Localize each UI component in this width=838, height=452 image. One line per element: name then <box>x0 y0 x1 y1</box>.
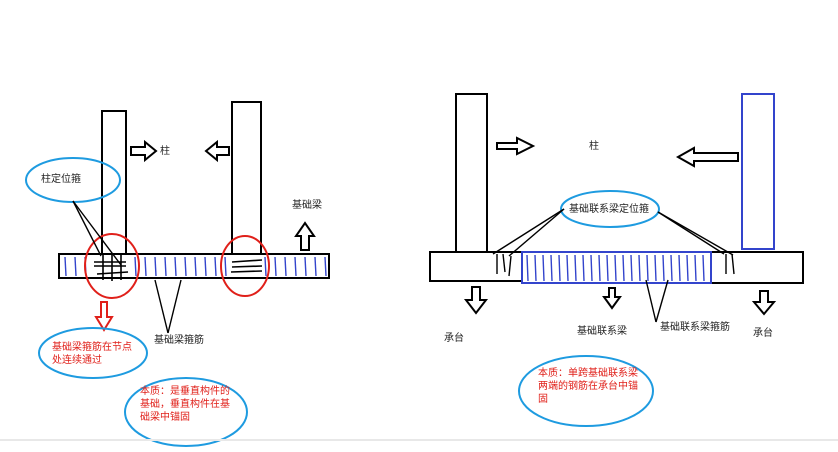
essence-note-text-left: 本质：是垂直构件的基础，垂直构件在基础梁中锚固 <box>140 386 230 423</box>
tie-stirrup-leaders <box>492 208 734 257</box>
tie-stirrup-label: 基础联系梁定位箍 <box>569 204 649 215</box>
stirrup-tick <box>284 256 287 277</box>
beam-stirrup-label: 基础梁箍筋 <box>154 335 204 346</box>
beam-stirrup-leaders <box>154 279 182 334</box>
left-beam-stirrups <box>64 256 327 277</box>
cap-left-label: 承台 <box>444 333 464 344</box>
stirrup-tick <box>702 254 705 282</box>
stirrup-tick <box>550 254 553 282</box>
stirrup-tick <box>606 254 609 282</box>
stirrup-tick <box>274 256 277 277</box>
stirrup-tick <box>64 256 67 277</box>
left-beam-label: 基础梁 <box>292 200 322 211</box>
stirrup-tick <box>144 256 147 277</box>
tie-beam-stirrup-callout <box>560 190 660 228</box>
red-note-text: 基础梁箍筋在节点处连续通过 <box>52 342 132 366</box>
column-stirrup-leaders <box>72 200 122 266</box>
stirrup-tick <box>534 254 537 282</box>
left-arrow-icon-2 <box>675 146 739 168</box>
tie-beam-label: 基础联系梁 <box>577 326 627 337</box>
stirrup-tick <box>224 256 227 277</box>
left-column-1 <box>101 110 127 255</box>
stirrup-tick <box>174 256 177 277</box>
stirrup-tick <box>590 254 593 282</box>
stirrup-tick <box>542 254 545 282</box>
down-arrow-icon-1 <box>463 286 489 315</box>
stirrup-tick <box>646 254 649 282</box>
right-column-2 <box>741 93 775 250</box>
stirrup-tick <box>214 256 217 277</box>
stirrup-tick <box>678 254 681 282</box>
right-cap-left <box>429 251 523 282</box>
cap-right-label: 承台 <box>753 328 773 339</box>
bottom-divider <box>0 439 838 441</box>
right-beam-stirrups <box>526 254 705 282</box>
left-arrow-icon <box>204 139 230 163</box>
stirrup-tick <box>638 254 641 282</box>
stirrup-tick <box>686 254 689 282</box>
down-arrow-icon-3 <box>751 290 777 316</box>
right-column-label: 柱 <box>589 141 599 152</box>
stirrup-tick <box>324 256 327 277</box>
stirrup-tick <box>614 254 617 282</box>
stirrup-tick <box>314 256 317 277</box>
stirrup-tick <box>264 256 267 277</box>
stirrup-tick <box>630 254 633 282</box>
red-note-callout <box>38 327 148 379</box>
stirrup-tick <box>526 254 529 282</box>
stirrup-tick <box>558 254 561 282</box>
left-diagram <box>25 101 330 447</box>
essence-note-text-right: 本质：单跨基础联系梁两端的钢筋在承台中锚固 <box>538 368 638 405</box>
up-arrow-icon <box>294 221 316 251</box>
right-diagram <box>429 93 804 427</box>
tie-beam-stirrup-label: 基础联系梁箍筋 <box>660 322 730 333</box>
right-cap-right <box>710 251 804 284</box>
stirrup-tick <box>670 254 673 282</box>
stirrup-tick <box>134 256 137 277</box>
red-down-arrow-icon <box>94 301 114 332</box>
stirrup-tick <box>184 256 187 277</box>
stirrup-tick <box>654 254 657 282</box>
left-joint-circle-1 <box>84 233 140 299</box>
stirrup-tick <box>154 256 157 277</box>
essence-note-callout-right <box>518 355 654 427</box>
stirrup-tick <box>574 254 577 282</box>
stirrup-tick <box>582 254 585 282</box>
left-column-label: 柱 <box>160 146 170 157</box>
down-arrow-icon-2 <box>602 287 622 310</box>
stirrup-tick <box>622 254 625 282</box>
stirrup-tick <box>304 256 307 277</box>
right-column-1 <box>455 93 488 253</box>
left-joint-2-bars <box>230 259 263 273</box>
left-joint-circle-2 <box>220 235 270 297</box>
stirrup-tick <box>566 254 569 282</box>
stirrup-tick <box>164 256 167 277</box>
stirrup-tick <box>204 256 207 277</box>
right-arrow-icon <box>130 139 158 163</box>
essence-note-callout-left <box>124 377 248 447</box>
column-stirrup-label: 柱定位箍 <box>41 174 81 185</box>
right-anchor-bars <box>496 253 735 277</box>
left-column-2 <box>231 101 262 255</box>
stirrup-tick <box>294 256 297 277</box>
stirrup-tick <box>74 256 77 277</box>
stirrup-tick <box>694 254 697 282</box>
right-arrow-icon-2 <box>496 136 536 156</box>
left-joint-1-bars <box>94 255 129 281</box>
tie-beam-stirrup-leaders <box>645 279 669 323</box>
stirrup-tick <box>598 254 601 282</box>
stirrup-tick <box>662 254 665 282</box>
stirrup-tick <box>194 256 197 277</box>
